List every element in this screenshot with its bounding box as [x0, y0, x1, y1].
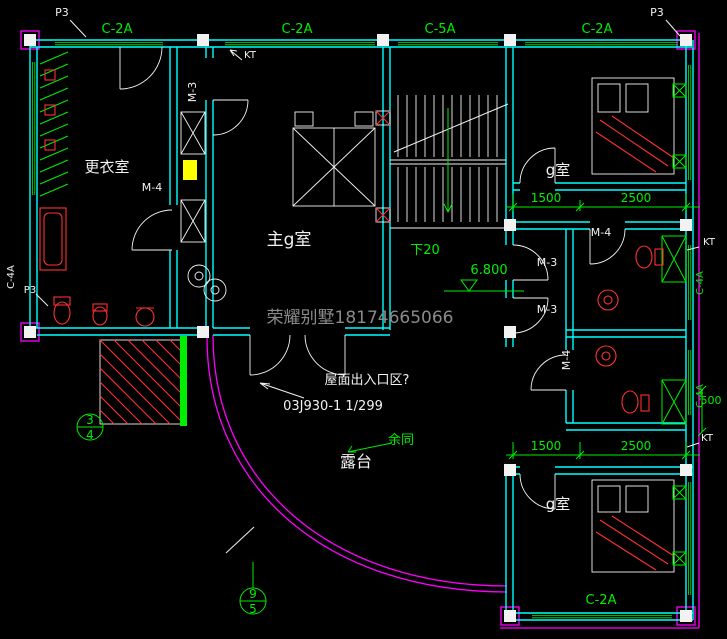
label-window-c5a: C-5A	[425, 22, 456, 37]
grid-bubble-number: 9	[249, 587, 257, 601]
doors-layer	[119, 46, 626, 510]
grid-bubbles-layer: 34 95	[76, 413, 267, 616]
label-room-master: 主g室	[267, 230, 312, 250]
label-dim-2500-top: 2500	[621, 191, 652, 205]
closet-hatch	[39, 51, 69, 197]
label-p3-left: P3	[24, 285, 36, 296]
left-bath-fixtures	[39, 207, 155, 327]
label-window-c4a-lower: C-4A	[695, 384, 706, 408]
annotation-leaders	[35, 19, 700, 554]
label-window-c2a-right: C-2A	[582, 22, 613, 37]
label-window-c2a-mid: C-2A	[282, 22, 313, 37]
master-furniture	[292, 111, 376, 207]
grid-bubble-number: 4	[86, 428, 94, 442]
bed-bottom	[591, 479, 687, 573]
label-stair-down-note: 下20	[410, 243, 440, 258]
entry-fixtures	[180, 111, 227, 302]
label-door-m4-bath-upper: M-4	[591, 226, 611, 239]
windows-layer	[32, 42, 692, 619]
staircase	[375, 95, 509, 229]
label-door-m3-entry: M-3	[186, 82, 199, 102]
label-p3-top-left: P3	[55, 6, 69, 19]
label-dim-2500-bottom: 2500	[621, 439, 652, 453]
label-door-m4-dressing: M-4	[142, 181, 162, 194]
label-dim-500: 500	[701, 394, 722, 407]
label-watermark: 荣耀别墅18174665066	[267, 308, 454, 328]
bathroom-fixtures	[595, 235, 687, 425]
label-door-m4-bath-lower: M-4	[560, 350, 573, 370]
grid-bubble-3-4: 34	[76, 413, 104, 442]
walls-layer	[29, 39, 694, 621]
label-room-dressing: 更衣室	[84, 158, 129, 176]
label-window-c2a-left: C-2A	[102, 22, 133, 37]
label-p3-top-right: P3	[650, 6, 664, 19]
label-window-c2a-bottom: C-2A	[586, 593, 617, 608]
label-door-m3-upper: M-3	[537, 256, 557, 269]
label-room-bedroom-bottom: g室	[546, 495, 571, 513]
label-note-same-as: 余同	[388, 432, 414, 448]
label-kt-right-lower: KT	[701, 433, 714, 444]
grid-bubble-number: 3	[86, 413, 94, 427]
label-room-bedroom-top: g室	[546, 161, 571, 179]
label-drawing-ref: 03J930-1 1/299	[283, 399, 383, 414]
label-window-c4a-upper: C-4A	[695, 271, 706, 295]
grid-bubble-9-5: 95	[239, 587, 267, 616]
label-kt-top: KT	[244, 50, 257, 61]
label-roof-access-note: 屋面出入口区?	[325, 373, 410, 388]
yellow-equipment	[183, 160, 197, 180]
grid-bubble-number: 5	[249, 602, 257, 616]
label-level-mark: 6.800	[470, 263, 507, 278]
label-room-terrace: 露台	[340, 452, 372, 471]
dimensions-layer	[252, 194, 707, 588]
label-kt-right-upper: KT	[703, 237, 716, 248]
stair-edge-bar	[180, 336, 187, 426]
label-window-c4a-left: C-4A	[6, 265, 17, 289]
label-door-m3-lower: M-3	[537, 303, 557, 316]
label-dim-1500-top: 1500	[531, 191, 562, 205]
exterior-stair	[99, 336, 187, 427]
columns-layer	[24, 34, 692, 622]
bed-top	[591, 77, 687, 175]
label-dim-1500-bottom: 1500	[531, 439, 562, 453]
